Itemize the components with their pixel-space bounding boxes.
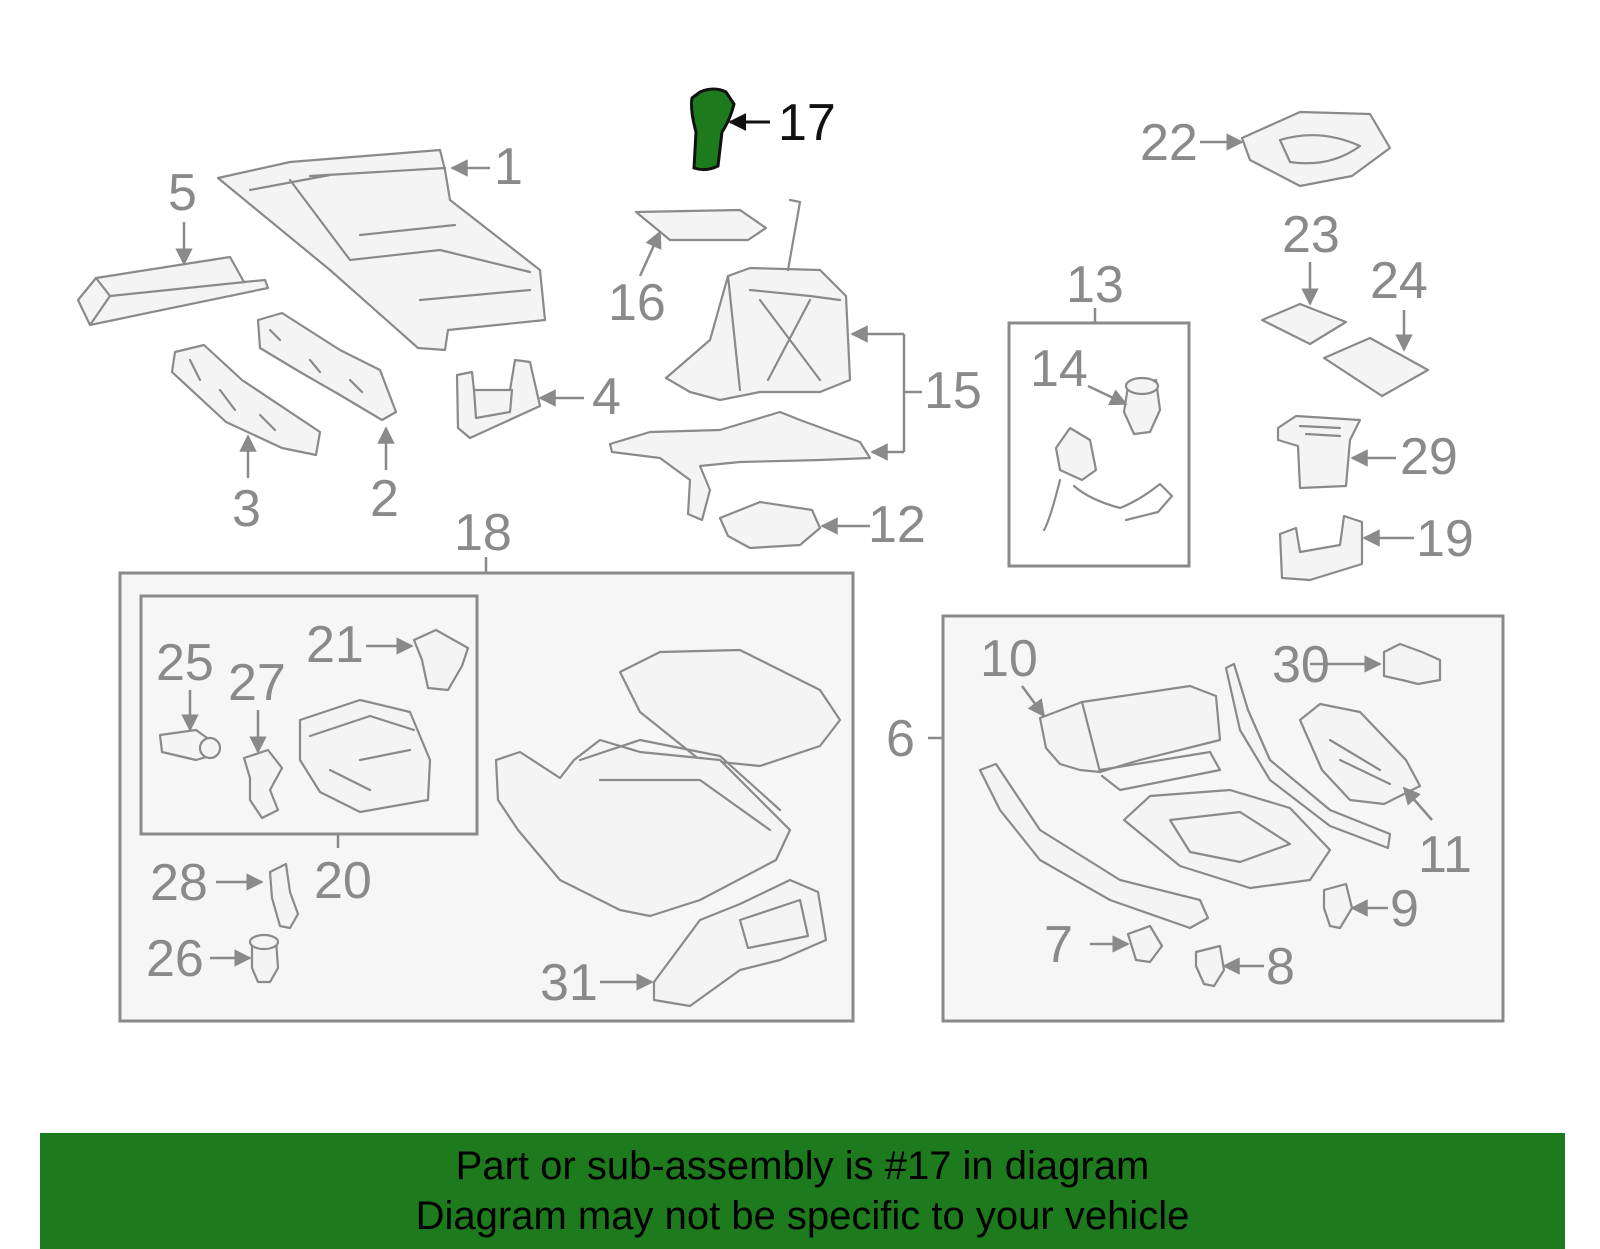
callout-8: 8 (1266, 938, 1295, 996)
callout-arrows (175, 113, 1433, 991)
callout-4: 4 (592, 368, 621, 426)
part-29-switch[interactable] (1276, 414, 1362, 490)
part-23-pad[interactable] (1260, 302, 1348, 346)
part-27-bezel[interactable] (242, 748, 284, 820)
part-10-panel[interactable] (1038, 684, 1222, 792)
part-9-clip[interactable] (1322, 882, 1354, 930)
part-24-pad[interactable] (1322, 336, 1430, 398)
group-box-13 (1007, 321, 1191, 568)
callout-23: 23 (1282, 206, 1340, 264)
callout-25: 25 (156, 634, 214, 692)
callout-31: 31 (540, 954, 598, 1012)
callout-29: 29 (1400, 428, 1458, 486)
callout-10: 10 (980, 630, 1038, 688)
callout-21: 21 (306, 616, 364, 674)
part-28-retainer[interactable] (268, 862, 300, 930)
callout-26: 26 (146, 930, 204, 988)
part-5-trim-panel[interactable] (76, 255, 270, 327)
part-2-bracket[interactable] (256, 311, 398, 422)
part-15-shifter-assembly[interactable] (608, 198, 872, 522)
callout-5: 5 (168, 164, 197, 222)
callout-24: 24 (1370, 252, 1428, 310)
callout-1: 1 (494, 138, 523, 196)
callout-19: 19 (1416, 510, 1474, 568)
callout-12: 12 (868, 496, 926, 554)
callout-20: 20 (314, 852, 372, 910)
callout-9: 9 (1390, 880, 1419, 938)
part-17-shift-knob[interactable] (690, 87, 736, 172)
part-19-bracket[interactable] (1278, 514, 1364, 582)
banner-line-1: Part or sub-assembly is #17 in diagram (455, 1144, 1150, 1188)
part-6-shift-bezel[interactable] (1122, 788, 1332, 890)
part-14-power-outlet[interactable] (1042, 376, 1174, 532)
part-3-bracket[interactable] (170, 343, 322, 457)
part-6-trim-strip-left[interactable] (978, 762, 1210, 930)
callout-2: 2 (370, 470, 399, 528)
callout-7: 7 (1044, 916, 1073, 974)
callout-11: 11 (1418, 826, 1472, 884)
callout-labels: 1 5 3 2 4 16 15 12 13 14 18 22 23 24 29 … (146, 94, 1474, 1012)
part-12-plate[interactable] (718, 500, 822, 550)
callout-3: 3 (232, 480, 261, 538)
group-box-20 (139, 594, 479, 836)
callout-17: 17 (778, 94, 836, 152)
callout-27: 27 (228, 654, 286, 712)
callout-22: 22 (1140, 114, 1198, 172)
part-31-rear-panel[interactable] (652, 878, 828, 1008)
part-1-console-frame[interactable] (216, 148, 547, 352)
part-8-clip[interactable] (1194, 944, 1226, 988)
part-6-trim-strip-right[interactable] (1224, 662, 1392, 850)
part-16-cover[interactable] (634, 208, 768, 242)
callout-16: 16 (608, 274, 666, 332)
callout-18: 18 (454, 504, 512, 562)
banner-line-2: Diagram may not be specific to your vehi… (415, 1194, 1190, 1238)
part-7-clip[interactable] (1126, 924, 1164, 964)
part-4-bracket[interactable] (455, 358, 542, 440)
part-11-trim[interactable] (1298, 702, 1422, 806)
callout-15: 15 (924, 362, 982, 420)
part-26-plug[interactable] (248, 933, 280, 984)
callout-13: 13 (1066, 256, 1124, 314)
part-30-connector[interactable] (1382, 642, 1442, 686)
callout-28: 28 (150, 854, 208, 912)
part-22-tray[interactable] (1240, 110, 1392, 188)
callout-30: 30 (1272, 636, 1330, 694)
part-20-cup-holder[interactable] (298, 698, 432, 814)
info-banner: Part or sub-assembly is #17 in diagram D… (40, 1133, 1565, 1249)
part-18-console-box[interactable] (494, 648, 842, 918)
callout-6: 6 (886, 710, 915, 768)
callout-14: 14 (1030, 340, 1088, 398)
part-21-clip[interactable] (412, 628, 470, 692)
